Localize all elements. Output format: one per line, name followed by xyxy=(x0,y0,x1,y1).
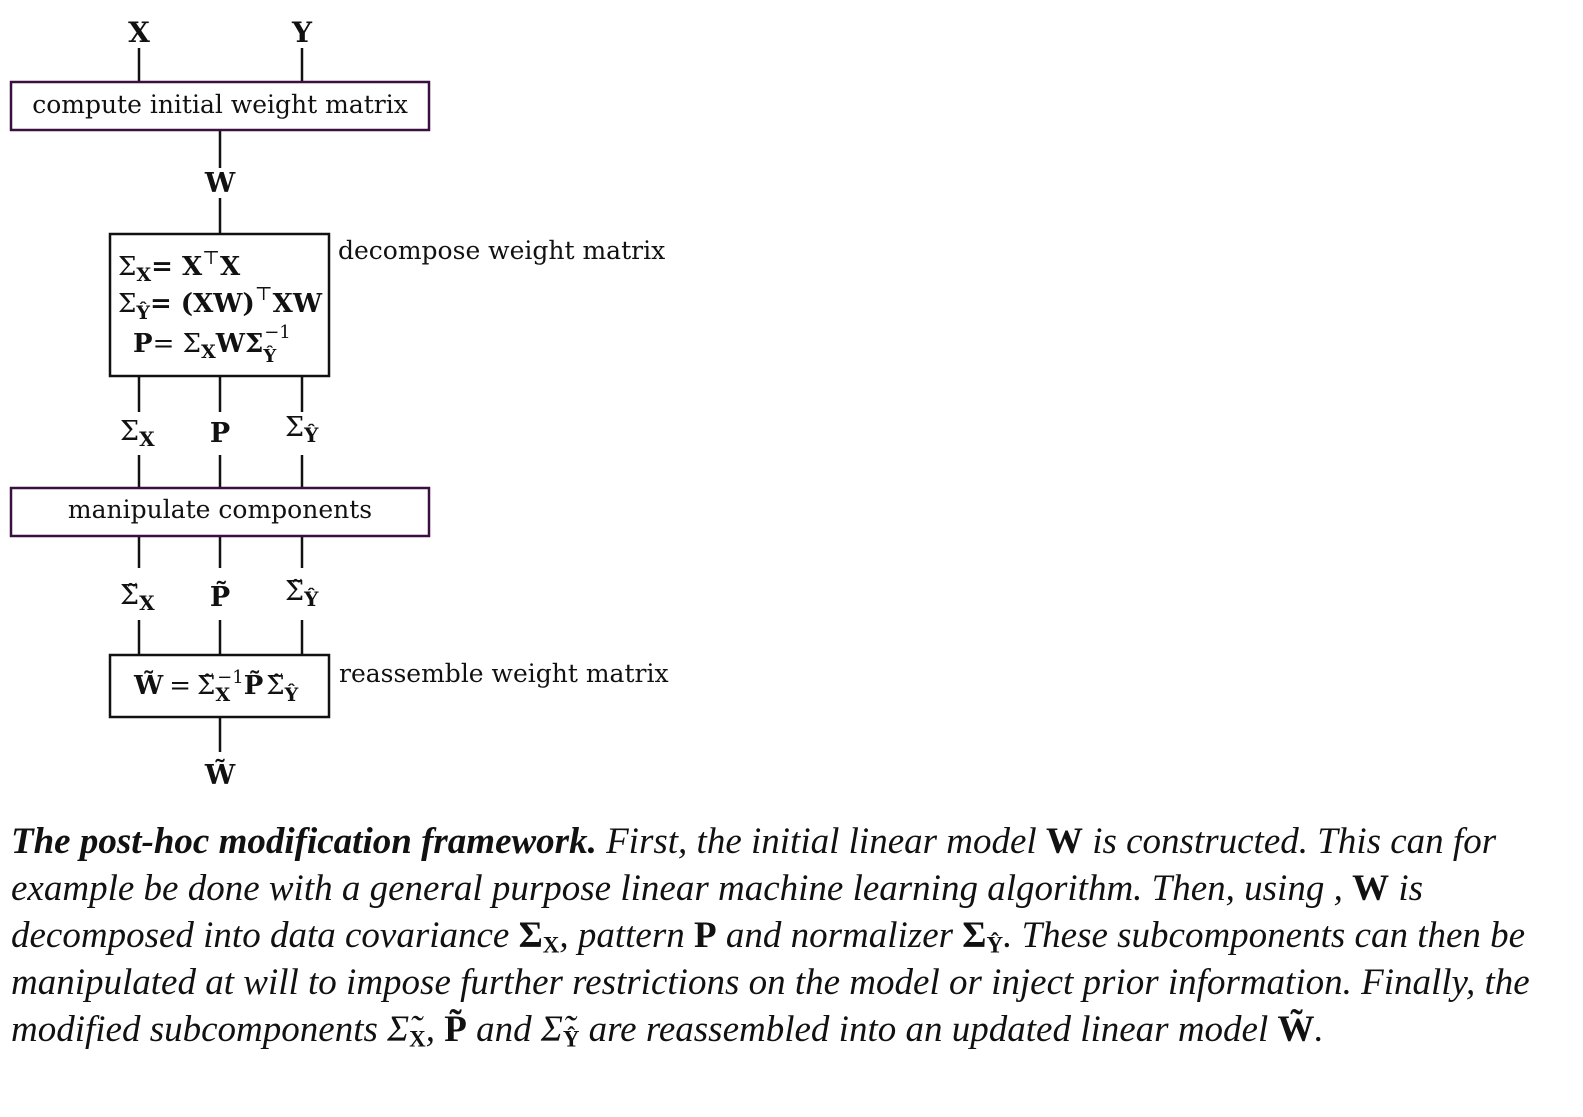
caption-text: First, the initial linear model xyxy=(596,821,1046,862)
decompose-side-label: decompose weight matrix xyxy=(338,236,665,265)
reassemble-eq: W̃=Σ̃X−1P̃Σ̃Ŷ xyxy=(133,667,299,706)
decompose-box xyxy=(108,232,331,378)
caption-text: and xyxy=(466,1009,541,1050)
w-label: W xyxy=(204,168,236,199)
input-x-label: X xyxy=(128,16,150,49)
caption-lead: The post-hoc modification framework. xyxy=(11,821,597,862)
reassemble-side-label: reassemble weight matrix xyxy=(339,659,669,688)
caption-text: , xyxy=(425,1009,445,1050)
caption-sigma-x: ΣX xyxy=(518,915,560,958)
caption-text: and normalizer xyxy=(716,915,963,956)
compute-box-label: compute initial weight matrix xyxy=(32,90,408,119)
output-w-tilde: W̃ xyxy=(204,758,236,791)
caption-text: are reassembled into an updated linear m… xyxy=(579,1009,1278,1050)
caption-text: is decomposed into data covariance xyxy=(11,868,1424,956)
input-y-label: Y xyxy=(291,16,313,49)
compute-box xyxy=(9,80,431,132)
caption-p-tilde: P̃ xyxy=(444,1009,467,1050)
component-p: P xyxy=(210,418,230,449)
caption-sigma-y: ΣŶ xyxy=(962,915,1004,958)
caption-text: , pattern xyxy=(559,915,695,956)
component-sigma-y: ΣŶ xyxy=(285,412,319,447)
figure-caption: The post-hoc modification framework. Fir… xyxy=(11,818,1577,1053)
manipulate-box xyxy=(9,486,431,538)
caption-w-tilde: W̃ xyxy=(1277,1009,1315,1050)
reassemble-box xyxy=(108,653,331,719)
caption-sigma-y-tilde: Σ̃Ŷ xyxy=(540,1009,580,1052)
caption-sigma-x-tilde: Σ̃X xyxy=(387,1009,426,1052)
modified-sigma-y: Σ̃Ŷ xyxy=(285,576,319,611)
decompose-eq1: ΣX= X⊤X xyxy=(118,247,241,286)
framework-diagram: X Y compute initial weight matrix W deco… xyxy=(9,16,669,791)
modified-p: P̃ xyxy=(210,580,230,613)
connector-lines xyxy=(137,48,304,752)
caption-text: . xyxy=(1314,1009,1324,1050)
manipulate-box-label: manipulate components xyxy=(68,495,372,524)
component-sigma-x: ΣX xyxy=(120,416,155,451)
caption-w: W xyxy=(1352,868,1390,909)
caption-text: . These subcomponents can then be manipu… xyxy=(11,915,1530,1050)
caption-text: is constructed. This can for example be … xyxy=(11,821,1497,909)
decompose-eq3: P= ΣXWΣŶ−1 xyxy=(133,322,291,367)
modified-sigma-x: Σ̃X xyxy=(120,580,155,615)
caption-p: P xyxy=(694,915,717,956)
decompose-eq2: ΣŶ= (XW)⊤XW xyxy=(118,283,323,324)
caption-w: W xyxy=(1045,821,1083,862)
